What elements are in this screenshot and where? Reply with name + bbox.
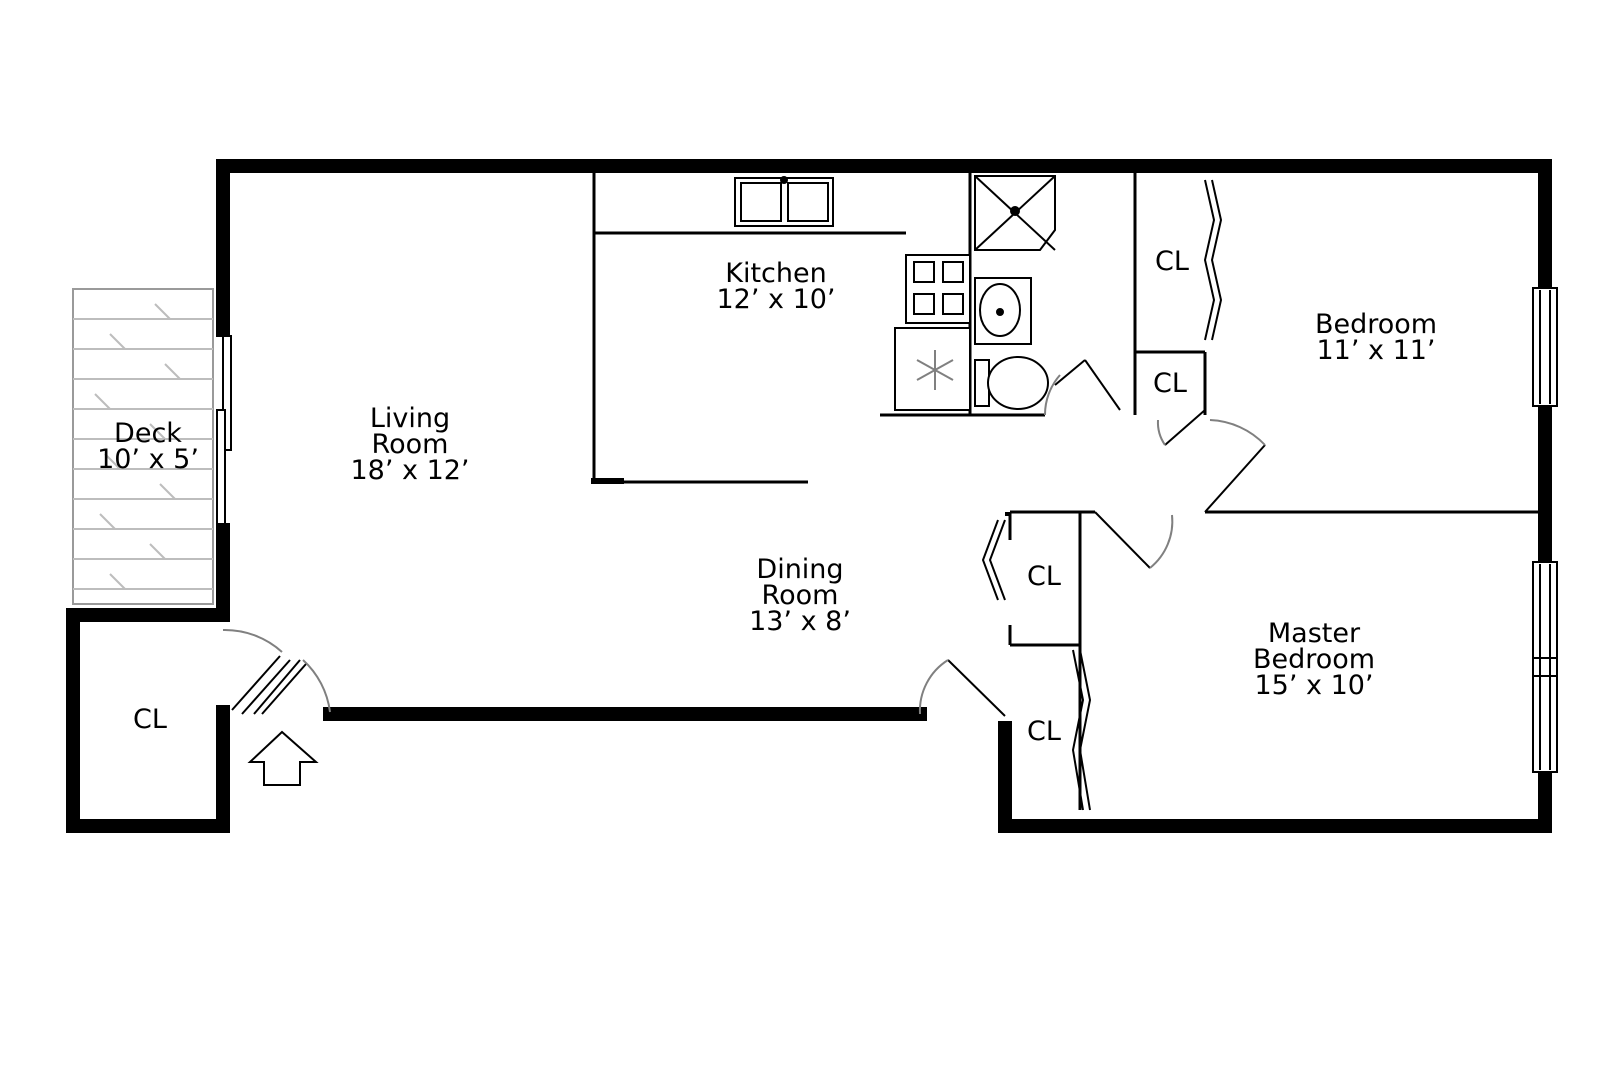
dining-room-dims: 13’ x 8’ xyxy=(749,606,851,637)
snowflake-icon xyxy=(916,350,954,390)
master-bedroom-dims: 15’ x 10’ xyxy=(1254,670,1373,701)
kitchen-sink xyxy=(734,176,834,227)
living-room-dims: 18’ x 12’ xyxy=(350,455,469,486)
master-bedroom-label: Master xyxy=(1268,618,1361,649)
windows xyxy=(1532,287,1558,773)
closet-bifold-doors[interactable] xyxy=(981,179,1223,811)
toilet-icon xyxy=(974,356,1049,410)
shower-icon xyxy=(974,175,1056,251)
sink-icon xyxy=(974,277,1032,345)
doors[interactable] xyxy=(222,359,1266,717)
stove-icon xyxy=(905,254,971,324)
closet-dining-upper-label: CL xyxy=(1027,561,1061,592)
bedroom-dims: 11’ x 11’ xyxy=(1316,335,1435,366)
bedroom-label: Bedroom xyxy=(1315,309,1437,340)
closet-dining-lower-label: CL xyxy=(1027,716,1061,747)
wall-stub xyxy=(591,478,624,484)
refrigerator xyxy=(894,327,971,411)
master-bedroom-label-2: Bedroom xyxy=(1253,644,1375,675)
living-room-label: Living xyxy=(370,403,450,434)
deck-dims: 10’ x 5’ xyxy=(97,444,199,475)
kitchen-dims: 12’ x 10’ xyxy=(716,284,835,315)
exterior-walls xyxy=(66,159,1552,833)
interior-walls xyxy=(592,170,1540,810)
kitchen-label: Kitchen xyxy=(725,258,826,289)
closet-bed-upper-label: CL xyxy=(1155,246,1189,277)
closet-bed-lower-label: CL xyxy=(1153,368,1187,399)
deck-sliding-door[interactable] xyxy=(216,335,232,525)
wall-stub xyxy=(1005,512,1011,516)
dining-room-label-2: Room xyxy=(762,580,839,611)
dining-room-label: Dining xyxy=(756,554,843,585)
living-room-label-2: Room xyxy=(372,429,449,460)
deck-label: Deck xyxy=(114,418,182,449)
deck xyxy=(72,288,214,605)
up-arrow-icon xyxy=(247,730,319,786)
closet-entry-label: CL xyxy=(133,704,167,735)
